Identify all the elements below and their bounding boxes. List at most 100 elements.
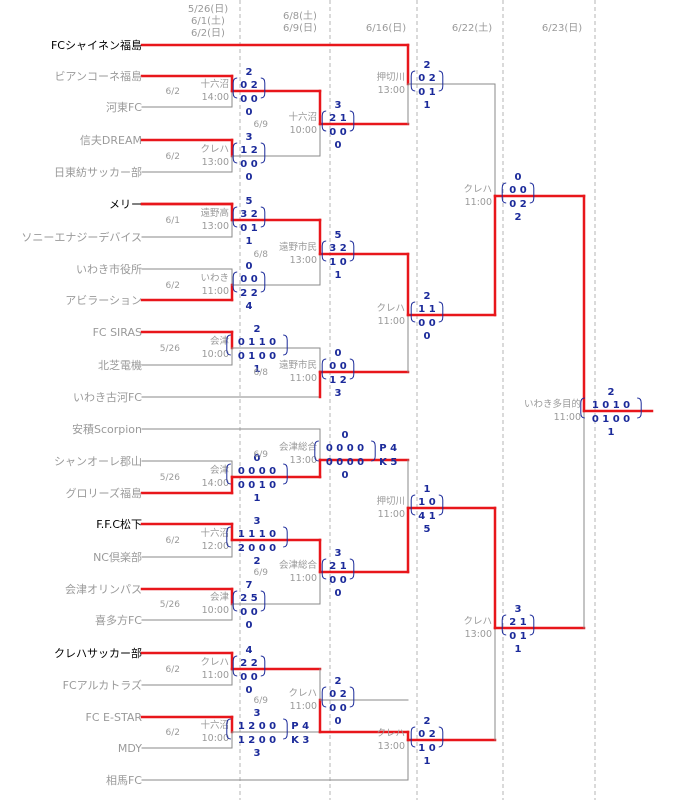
score-halves-bottom: 0 0 <box>418 318 435 329</box>
score-halves-bottom: 0 1 <box>509 631 526 642</box>
score-bracket-left <box>314 440 319 462</box>
match-time: 13:00 <box>202 157 229 168</box>
score-bracket-left <box>410 494 416 516</box>
score-total-bottom: 1 <box>424 100 431 111</box>
score-total-bottom: 1 <box>515 644 522 655</box>
score-halves-top: 2 5 <box>240 593 257 604</box>
team-name: FC E-STAR <box>86 711 143 724</box>
score-bracket-right <box>260 655 266 677</box>
round-date-headers: 5/26(日)6/1(土)6/2(日)6/8(土)6/9(日)6/16(日)6/… <box>188 4 582 39</box>
score-total-bottom: 1 <box>246 236 253 247</box>
score-bracket-right <box>349 558 355 580</box>
score-halves-bottom: 0 0 <box>240 672 257 683</box>
score-bracket-right <box>283 526 288 548</box>
score-halves-top: 0 2 <box>240 80 257 91</box>
match-venue: クレハ <box>376 303 405 314</box>
score-bracket-right <box>438 301 444 323</box>
round-2-date: 6/8(土) <box>283 9 317 22</box>
score-bracket-right <box>529 614 535 636</box>
score-total-bottom: 0 <box>335 716 342 727</box>
score-total-top: 2 <box>608 387 615 398</box>
match-date: 5/26 <box>160 600 180 610</box>
match-venue: 十六沼 <box>200 78 229 90</box>
score-halves-bottom: 1 0 <box>329 257 346 268</box>
score-total-top: 0 <box>515 172 522 183</box>
score-total-bottom: 2 <box>254 556 261 567</box>
score-halves-top: 0 0 <box>509 185 526 196</box>
score-total-top: 5 <box>335 230 342 241</box>
round-1-date: 5/26(日) <box>188 4 228 15</box>
score-bracket-left <box>232 590 238 612</box>
team-name: 河東FC <box>106 101 142 114</box>
score-halves-top: 1 1 1 0 <box>238 529 276 540</box>
score-total-bottom: 0 <box>246 172 253 183</box>
round-4-date: 6/22(土) <box>452 21 492 34</box>
match-time: 10:00 <box>202 733 229 744</box>
score-total-top: 4 <box>246 645 253 656</box>
score-bracket-left <box>226 463 231 485</box>
match-date: 5/26 <box>160 473 180 483</box>
match-venue: 遠野市民 <box>279 359 317 371</box>
match-time: 11:00 <box>378 509 405 520</box>
match-time: 11:00 <box>465 197 492 208</box>
match-venue: いわき <box>200 273 229 284</box>
match-time: 10:00 <box>202 349 229 360</box>
team-name: メリー <box>109 198 142 211</box>
match-venue: クレハ <box>376 728 405 739</box>
score-bracket-right <box>349 686 355 708</box>
score-bracket-left <box>226 334 231 356</box>
match-venue: いわき多目的 <box>524 398 581 410</box>
score-halves-top: 1 2 0 0 <box>238 721 276 732</box>
team-name: 喜多方FC <box>95 613 142 627</box>
score-bracket-left <box>321 240 327 262</box>
score-bracket-left <box>410 726 416 748</box>
score-bracket-left <box>232 206 238 228</box>
score-bracket-right <box>283 718 288 740</box>
match-venue: 遠野高 <box>200 207 229 219</box>
score-halves-bottom: 0 0 0 0 <box>326 457 364 468</box>
match-time: 13:00 <box>465 629 492 640</box>
score-halves-bottom: 0 1 0 0 <box>238 351 276 362</box>
score-total-bottom: 0 <box>335 140 342 151</box>
match-venue: 会津総合 <box>279 441 318 453</box>
score-halves-top: 1 0 <box>418 497 435 508</box>
match-time: 11:00 <box>378 316 405 327</box>
score-halves-top: 3 2 <box>240 209 257 220</box>
score-bracket-left <box>501 614 507 636</box>
score-halves-bottom: 1 0 <box>418 743 435 754</box>
score-halves-bottom: 0 0 1 0 <box>238 480 276 491</box>
match-venue: クレハ <box>200 657 229 668</box>
team-name: アビラーション <box>65 294 142 307</box>
score-total-top: 1 <box>424 484 431 495</box>
team-name: 日東紡サッカー部 <box>54 165 142 179</box>
match-time: 13:00 <box>202 221 229 232</box>
score-total-bottom: 0 <box>246 620 253 631</box>
score-halves-top: 1 0 1 0 <box>592 400 630 411</box>
match-venue: クレハ <box>463 184 492 195</box>
team-name: グロリーズ福島 <box>66 486 142 500</box>
score-total-top: 3 <box>335 100 342 111</box>
team-name: 北芝電機 <box>98 358 142 372</box>
score-halves-top: 0 2 <box>418 73 435 84</box>
score-halves-bottom: 0 0 <box>329 703 346 714</box>
team-name: クレハサッカー部 <box>54 646 142 660</box>
match-venue: 押切川 <box>376 71 405 83</box>
score-bracket-left <box>501 182 507 204</box>
score-total-top: 0 <box>254 453 261 464</box>
score-halves-bottom: 0 0 <box>329 127 346 138</box>
score-halves-top: 3 2 <box>329 243 346 254</box>
score-total-bottom: 1 <box>335 270 342 281</box>
score-halves-top: 0 2 <box>329 689 346 700</box>
team-name: MDY <box>118 742 142 755</box>
score-bracket-left <box>580 397 585 419</box>
match-time: 14:00 <box>202 478 229 489</box>
